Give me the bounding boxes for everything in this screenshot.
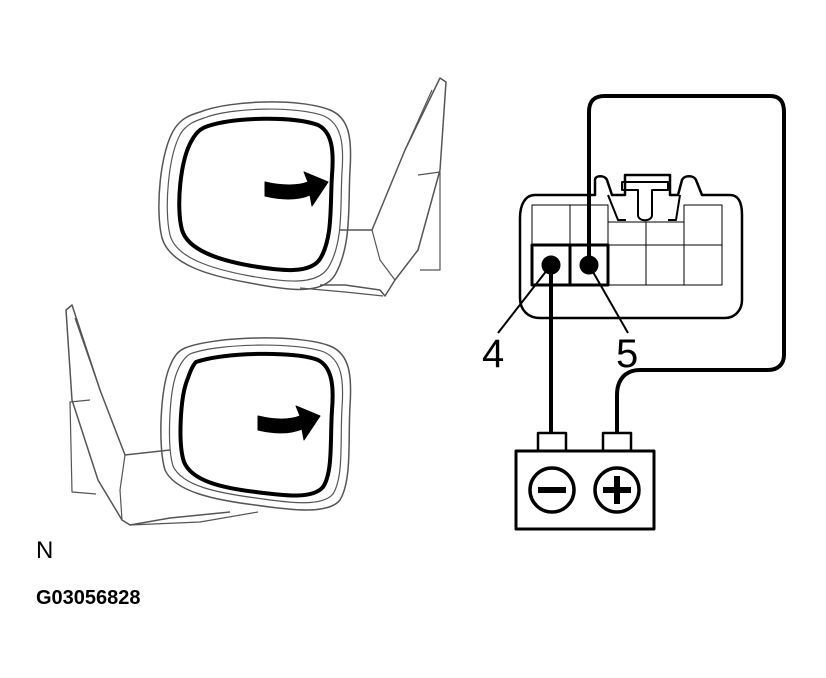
positive-lead [587,94,786,433]
terminal-5-label: 5 [616,332,638,376]
connector-body [518,173,744,320]
upper-mirror-arm [320,77,447,297]
connector [518,173,744,320]
connector-latch [621,181,669,222]
battery [514,431,656,531]
lower-rotation-arrow-icon [257,405,321,441]
terminal-4-label: 4 [482,332,504,376]
minus-icon [528,466,576,514]
view-label: N [36,537,53,564]
negative-post [536,431,568,453]
plus-icon [593,466,641,514]
lower-mirror-glass [178,351,335,498]
upper-rotation-arrow-icon [264,171,329,207]
test-leads [549,94,786,433]
pin-callouts [497,264,629,334]
lower-mirror-housing [160,337,352,511]
upper-mirror [158,77,447,297]
lower-mirror [65,304,352,526]
lower-mirror-arm [65,304,231,526]
figure-id: G03056828 [36,587,141,609]
upper-mirror-glass [177,116,335,273]
positive-post [601,431,633,453]
